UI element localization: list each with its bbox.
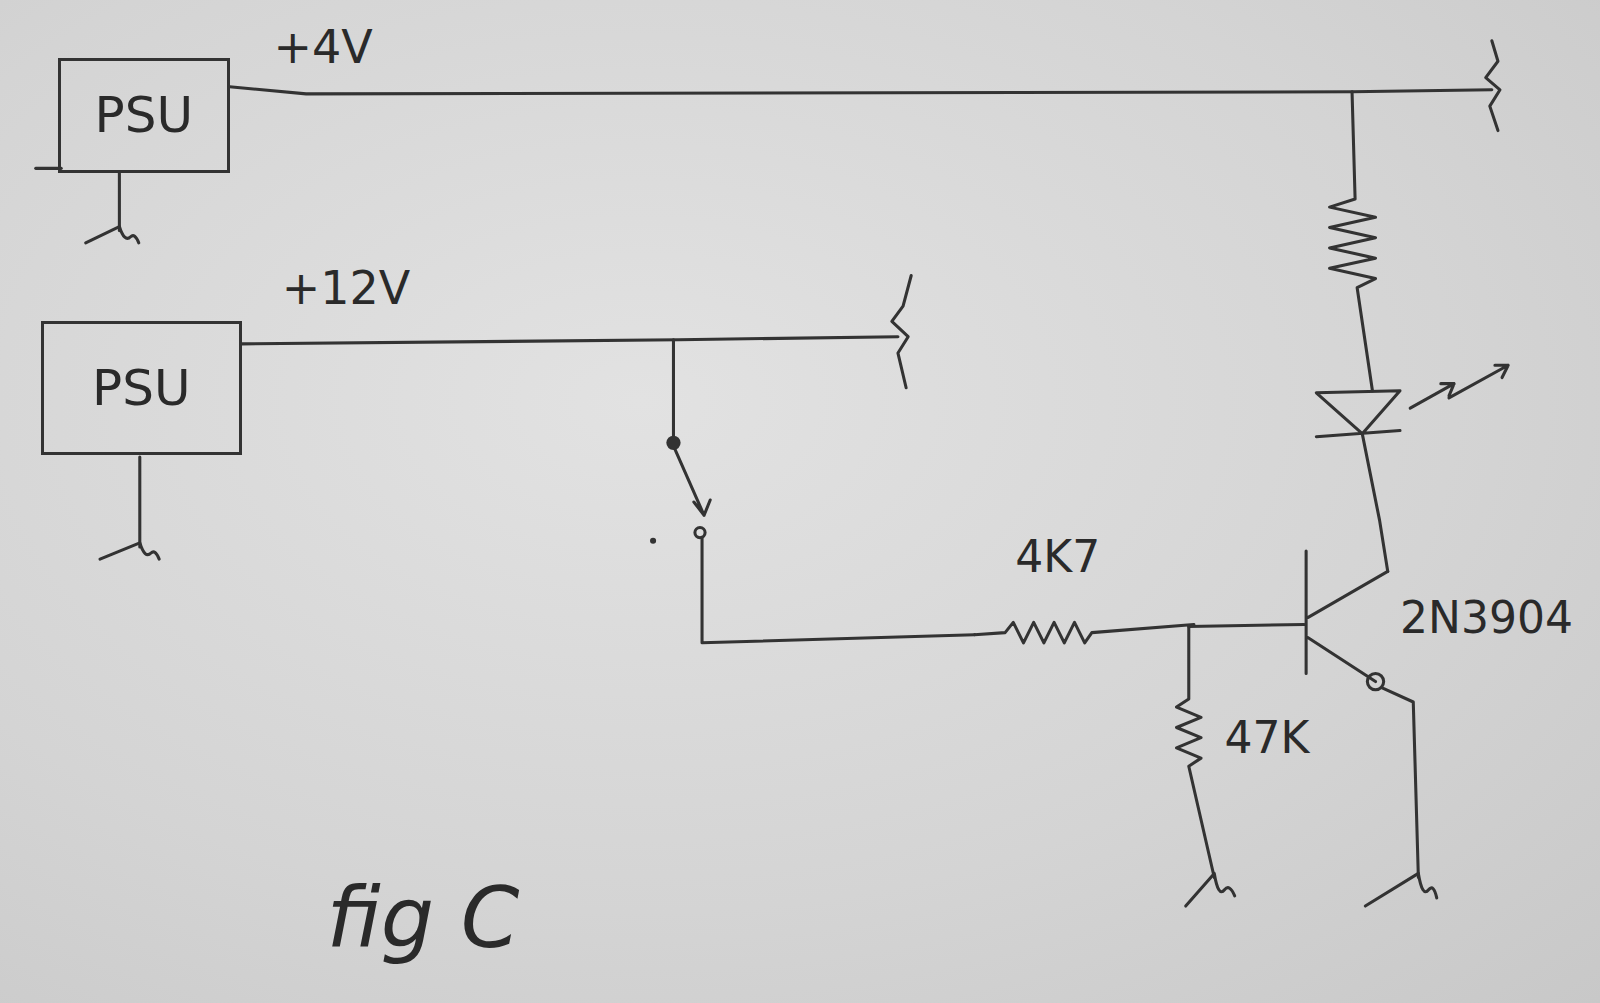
- led-wire: [1362, 434, 1388, 572]
- circuit-label: 2N3904: [1400, 594, 1573, 642]
- led-light-arrows: [1410, 365, 1508, 408]
- psu-box: PSU: [41, 321, 242, 455]
- psu-box: PSU: [58, 58, 229, 173]
- resistor-symbol: [1177, 626, 1215, 877]
- ground-wire: [118, 173, 121, 230]
- switch-contact: [650, 538, 656, 544]
- supply-wire: [230, 87, 1492, 94]
- circuit-label: 4K7: [1015, 533, 1100, 581]
- circuit-label: +12V: [282, 263, 411, 314]
- ground-symbol: [86, 227, 139, 243]
- wire-break: [1486, 41, 1500, 131]
- psu-label: PSU: [95, 88, 194, 143]
- supply-wire: [242, 337, 898, 344]
- circuit-label: 47K: [1224, 714, 1309, 762]
- ground-symbol: [1365, 873, 1436, 906]
- resistor-symbol: [974, 622, 1193, 642]
- led-symbol: [1316, 391, 1400, 437]
- psu-label: PSU: [92, 361, 191, 416]
- transistor-symbol: [1189, 551, 1388, 682]
- wire-break: [892, 275, 911, 387]
- emitter-wire: [1382, 688, 1419, 878]
- switch-contact: [695, 528, 705, 538]
- ground-symbol: [100, 543, 159, 559]
- switch-symbol: [673, 340, 710, 515]
- resistor-symbol: [1330, 92, 1376, 391]
- switch-wire: [702, 538, 974, 643]
- switch-pivot: [666, 436, 680, 450]
- circuit-label: +4V: [273, 22, 372, 73]
- ground-symbol: [1186, 873, 1235, 906]
- ground-wire: [138, 457, 141, 547]
- figure-caption: fig C: [327, 872, 520, 964]
